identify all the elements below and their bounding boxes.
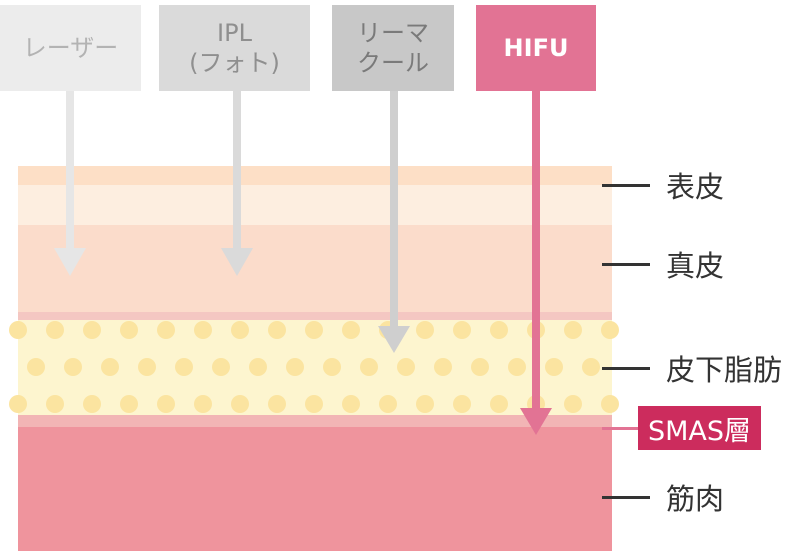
fat-dot [564, 395, 582, 413]
dermis-fat-boundary [18, 312, 612, 320]
muscle-layer [18, 427, 612, 551]
fat-dot [471, 358, 489, 376]
fat-dot [453, 321, 471, 339]
rf-arrow-icon [378, 91, 410, 353]
rf-treatment-box: リーマ クール [332, 5, 454, 91]
fat-dot [120, 321, 138, 339]
fat-dot [120, 395, 138, 413]
fat-dot [323, 358, 341, 376]
fat-dot [601, 321, 619, 339]
fat-dot [249, 358, 267, 376]
epidermis-layer-top [18, 166, 612, 185]
fat-dot [157, 321, 175, 339]
fat-dot [342, 395, 360, 413]
fat-dot [194, 321, 212, 339]
fat-dot [416, 321, 434, 339]
epidermis-label: 表皮 [602, 164, 724, 206]
fat-dot [64, 358, 82, 376]
fat-dot [564, 321, 582, 339]
epidermis-layer [18, 185, 612, 225]
fat-dot [416, 395, 434, 413]
fat-dot [434, 358, 452, 376]
leader-line [602, 495, 650, 499]
muscle-label: 筋肉 [602, 476, 724, 518]
hifu-box: HIFU [476, 5, 596, 91]
fat-dot [342, 321, 360, 339]
fat-dot [508, 358, 526, 376]
fat-dot [83, 395, 101, 413]
leader-line [602, 262, 650, 266]
muscle-label-text: 筋肉 [666, 482, 725, 516]
fat-dot [397, 358, 415, 376]
fat-dot [231, 395, 249, 413]
fat-dot [601, 395, 619, 413]
fat-dot [305, 395, 323, 413]
fat-dot [212, 358, 230, 376]
laser-box: レーザー [0, 5, 141, 91]
smas-label: SMAS層 [602, 406, 762, 450]
subcutaneous-fat-label: 皮下脂肪 [602, 347, 782, 389]
fat-dot [545, 358, 563, 376]
smas-layer [18, 415, 612, 427]
fat-dot [194, 395, 212, 413]
laser-arrow-icon [54, 91, 86, 276]
dermis-label-text: 真皮 [666, 249, 725, 283]
fat-dot [46, 395, 64, 413]
fat-dot [9, 321, 27, 339]
fat-dot [268, 321, 286, 339]
ipl-photo-box: IPL (フォト) [159, 5, 310, 91]
dermis-label: 真皮 [602, 243, 724, 285]
leader-line [602, 183, 650, 187]
fat-dot [305, 321, 323, 339]
fat-dot [231, 321, 249, 339]
smas-label-tag: SMAS層 [638, 406, 762, 450]
fat-dot [453, 395, 471, 413]
fat-dot [46, 321, 64, 339]
epidermis-label-text: 表皮 [666, 170, 725, 204]
fat-dot [9, 395, 27, 413]
fat-dot [268, 395, 286, 413]
dermis-layer [18, 225, 612, 315]
subcutaneous-fat-label-text: 皮下脂肪 [666, 353, 783, 387]
fat-dot [360, 358, 378, 376]
fat-dot [286, 358, 304, 376]
fat-dot [490, 395, 508, 413]
fat-dot [138, 358, 156, 376]
fat-dots-pattern [9, 321, 619, 413]
fat-dot [83, 321, 101, 339]
leader-line [602, 426, 638, 430]
fat-dot [27, 358, 45, 376]
fat-dot [175, 358, 193, 376]
fat-dot [490, 321, 508, 339]
fat-dot [101, 358, 119, 376]
fat-dot [582, 358, 600, 376]
fat-dot [157, 395, 175, 413]
fat-dot [379, 395, 397, 413]
leader-line [602, 366, 650, 370]
ipl-arrow-icon [221, 91, 253, 276]
hifu-arrow-icon [520, 91, 552, 435]
